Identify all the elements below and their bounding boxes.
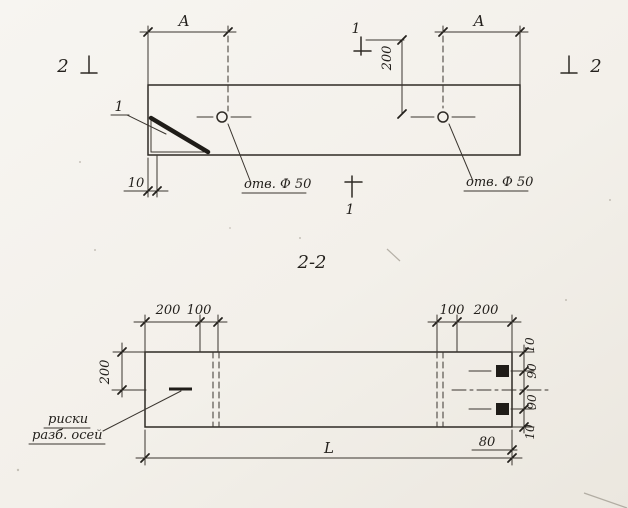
section-1-top-label: 1 [352,21,361,37]
section-view: 2-2 [28,252,549,466]
dim-200-label: 200 [380,46,395,72]
dim-200-top-view: 200 [365,35,407,119]
dim-10-label: 10 [128,176,145,191]
hole-callout-right: отв. Ф 50 [448,123,533,192]
section-1-bottom-label: 1 [346,202,355,218]
dim-80: 80 [471,435,518,455]
section-cut-1-bottom: 1 [344,175,363,218]
note-line1: риски [48,412,88,427]
hole-right [410,111,476,123]
center-lines [111,370,549,410]
hole-left [196,111,252,123]
detail-1-callout: 1 [110,99,167,135]
dim-a-left-label: A [177,12,190,30]
dim-left-200-label: 200 [98,360,113,386]
dim-80-label: 80 [479,435,496,450]
dim-a-left: A [139,12,237,112]
section-cut-2-right: 2 [560,55,602,77]
dim-L-label: L [323,439,334,457]
dim-tr-100: 100 [440,303,465,318]
hidden-lines [212,351,444,428]
hole-label-right: отв. Ф 50 [466,175,533,190]
dim-10: 10 [123,155,169,198]
section-view-title: 2-2 [297,252,327,273]
dims-top-left: 200 100 [133,303,228,353]
dim-tr-200: 200 [473,303,499,318]
detail-1-label: 1 [115,99,124,115]
section-cut-2-left: 2 [56,55,98,77]
scan-artifacts [16,161,628,508]
dim-right-90-upper: 90 [525,363,539,379]
dim-length-L: L [135,429,523,466]
hole-callout-left: отв. Ф 50 [227,123,311,194]
dim-right-10-bottom: 10 [523,424,537,440]
dim-right-90-lower: 90 [525,394,539,410]
dim-right-10-top: 10 [523,337,537,353]
beam-outline [147,84,521,156]
corner-plate-detail [148,115,211,155]
dim-tl-200: 200 [155,303,181,318]
section-2-left-label: 2 [56,56,68,77]
note-line2: разб. осей [32,428,103,443]
section-cut-1-top: 1 [352,21,372,56]
embed-plate-top [496,365,509,377]
axis-marks-note: риски разб. осей [28,390,182,445]
dim-a-right-label: A [472,12,485,30]
top-view: 1 A [56,12,601,218]
hole-label-left: отв. Ф 50 [244,177,311,192]
dim-tl-100: 100 [187,303,212,318]
embed-plate-bottom [496,403,509,415]
section-2-right-label: 2 [589,56,601,77]
dim-a-right: A [434,12,529,109]
dims-top-right: 100 200 [427,303,522,353]
dims-right: 10 90 90 10 [510,337,539,440]
dim-left-200: 200 [98,342,147,398]
